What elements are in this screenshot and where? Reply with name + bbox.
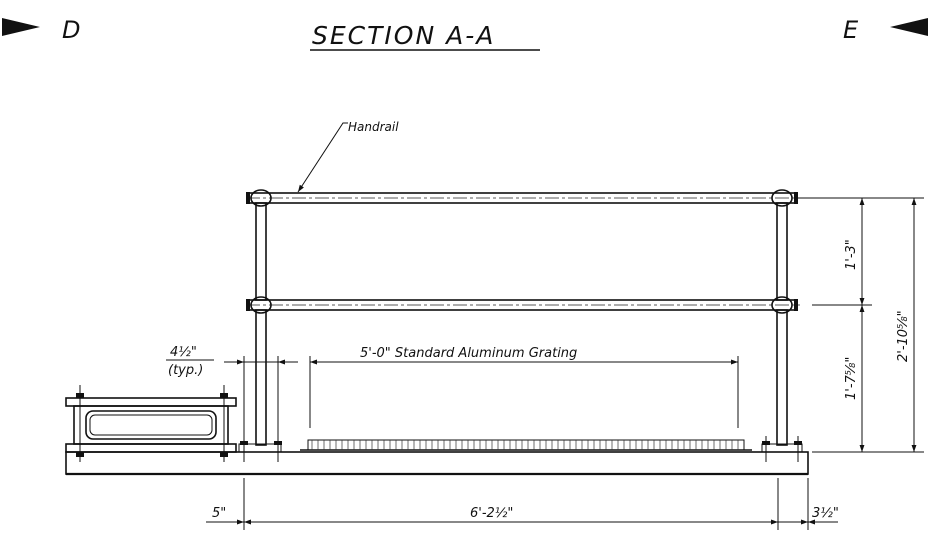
- dim-bolt-spacing-typ: (typ.): [168, 363, 203, 378]
- dim-bolt-spacing: [166, 356, 298, 438]
- section-title: SECTION A-A: [312, 21, 495, 50]
- dim-right-offset-label: 3½": [812, 506, 839, 521]
- dim-bolt-spacing-label: 4½": [170, 345, 197, 360]
- box-beam: [65, 385, 237, 462]
- view-arrow-right: [890, 18, 928, 36]
- grating-label: 5'-0" Standard Aluminum Grating: [360, 346, 577, 361]
- dim-grating: [309, 356, 739, 428]
- dim-deck-width-label: 6'-2½": [470, 506, 513, 521]
- dim-upper-rail-label: 1'-3": [844, 239, 859, 270]
- handrail-assembly: [246, 189, 800, 446]
- dim-horizontal: [206, 478, 838, 530]
- dim-vertical: [798, 197, 924, 453]
- view-label-left: D: [62, 16, 80, 44]
- view-arrow-left: [2, 18, 40, 36]
- dim-lower-rail-label: 1'-7⅝": [844, 357, 859, 400]
- base-bolts: [238, 436, 803, 462]
- dim-total-height-label: 2'-10⅝": [896, 310, 911, 362]
- dim-left-offset-label: 5": [212, 506, 226, 521]
- handrail-label: Handrail: [348, 120, 399, 134]
- deck-slab: [65, 451, 809, 476]
- aluminum-grating: [300, 439, 752, 451]
- view-label-right: E: [843, 16, 859, 44]
- handrail-leader: [297, 122, 348, 193]
